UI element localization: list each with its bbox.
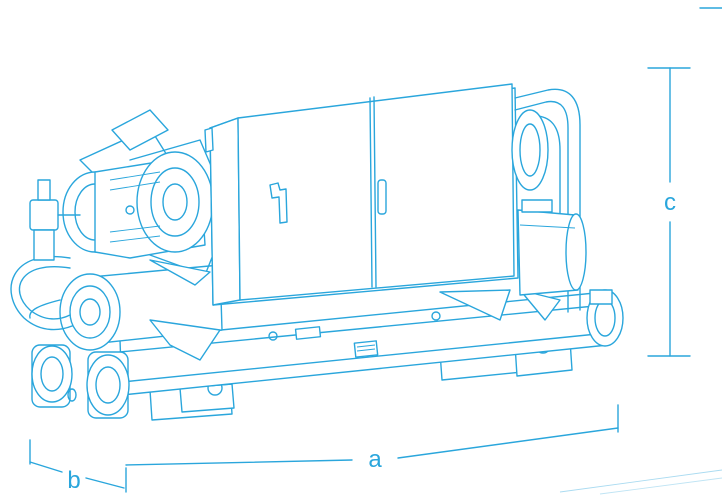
condenser-shell — [29, 264, 223, 351]
dimension-label-a: a — [368, 446, 382, 473]
dimension-b: b — [29, 439, 127, 494]
support-brackets — [149, 259, 561, 361]
dimension-label-b: b — [67, 467, 80, 494]
dimension-c: c — [647, 67, 691, 357]
compressor — [62, 109, 216, 276]
dimension-label-c: c — [664, 189, 676, 216]
floor-shadow — [559, 469, 722, 495]
water-box-lower — [31, 344, 130, 419]
dimension-a: a — [125, 404, 619, 473]
control-panel — [204, 83, 519, 306]
valve-stack — [29, 179, 81, 261]
right-piping — [511, 88, 613, 313]
